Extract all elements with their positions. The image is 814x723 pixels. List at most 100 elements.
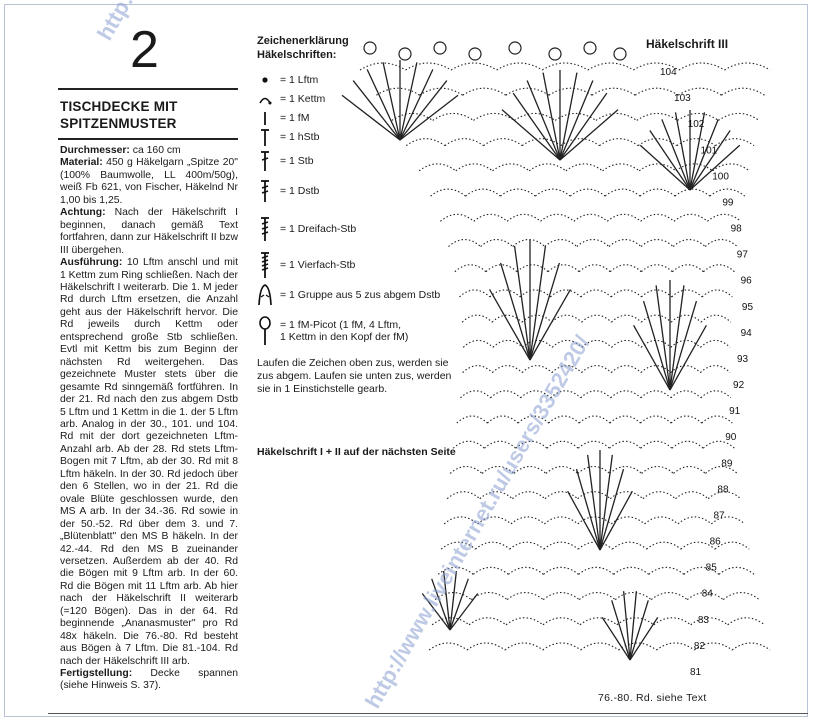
chain-arc [543,541,579,550]
chain-arc [670,365,701,374]
chain-arc [608,238,642,247]
legend-item-lftm: = 1 Lftm [256,69,318,91]
chain-arc [492,339,523,348]
row-label: 88 [717,484,729,495]
chain-arc [577,541,613,550]
bottom-rule [48,713,808,714]
chain-arc [573,213,608,222]
chain-arc [640,264,673,273]
chain-arc [545,465,579,474]
stitch-stroke [622,591,631,661]
chain-arc [678,62,725,71]
chain-arc [581,365,612,374]
chain-arc [470,592,508,600]
chain-arc [672,238,706,247]
chain-arc [520,390,551,399]
chain-arc [444,138,484,147]
chain-arc [581,314,612,323]
chain-arc [578,592,616,600]
chain-arc [640,440,673,449]
chain-arc [510,516,545,525]
stitch-stroke [629,600,649,661]
chain-arc [551,339,583,348]
fertigstellung-label: Fertigstellung: [60,668,133,680]
title-rule-bottom [58,138,238,140]
chain-arc [569,188,606,197]
chain-arc [646,541,682,550]
legend-item-kettm: = 1 Kettm [256,88,325,110]
chain-arc [577,465,611,474]
chain-arc [514,112,556,121]
chain-arc [508,566,544,575]
row-label: 99 [722,197,734,208]
chain-arc [633,62,680,71]
stitch-stroke [674,112,691,191]
legend-label: = 1 fM-Picot (1 fM, 4 Lftm, 1 Kettm in d… [280,319,408,343]
stitch-stroke [512,92,561,161]
chain-arc [673,465,706,474]
chain-arc [711,516,746,525]
picot-mark [398,47,412,61]
stitch-stroke [542,72,561,161]
legend-item-fm: = 1 fM [256,107,309,129]
chain-arc [542,592,580,600]
chain-arc [715,138,755,147]
row-label: 97 [737,250,749,261]
chain-arc [454,264,487,273]
chain-arc [587,62,634,71]
chain-arc [673,213,708,222]
picot-label-line-1: = 1 fM-Picot (1 fM, 4 Lftm, [280,319,402,331]
chain-arc [577,491,611,500]
picot-mark [583,41,597,55]
chain-dot-icon [256,69,274,91]
chain-arc [680,541,716,550]
stitch-stroke [639,144,691,191]
stitch-stroke [661,119,691,191]
stitch-stroke [449,578,469,631]
stitch-stroke [499,262,531,361]
chain-arc [500,188,536,197]
achtung-label: Achtung: [60,207,106,219]
chain-arc [466,642,506,651]
legend-label: = 1 Dreifach-Stb [280,223,357,235]
chain-arc [676,138,716,147]
stitch-stroke [559,109,619,161]
legend-item-gruppe: = 1 Gruppe aus 5 zus abgem Dstb [256,284,440,306]
legend-label: = 1 Stb [280,155,314,167]
stitch-stroke [642,300,671,391]
chain-arc [650,592,688,600]
chain-arc [610,289,642,298]
chain-arc [521,314,553,323]
page-border [4,4,808,717]
chain-arc [699,365,731,374]
treble-icon [256,180,274,202]
slip-stitch-icon [256,88,274,110]
chain-arc [546,440,579,449]
chain-arc [670,314,702,323]
chain-arc [462,87,507,96]
chain-arc [565,163,603,172]
half-double-icon [256,126,274,148]
chain-arc [550,289,582,298]
chain-arc [430,188,466,197]
picot-mark [508,41,522,55]
material-text: 450 g Häkelgarn „Spitze 20" (100% Baumwo… [60,157,238,206]
chain-arc [704,238,738,247]
chain-arc [449,465,483,474]
chain-arc [712,163,750,172]
chain-arc [731,642,771,651]
chain-arc [640,213,675,222]
chain-arc [376,87,420,96]
chain-arc [540,213,575,222]
chain-arc [610,390,642,399]
legend-item-dstb: = 1 Dstb [256,180,319,202]
chain-arc [602,163,640,172]
chain-arc [492,163,530,172]
stitch-stroke [382,62,401,141]
stitch-stroke [633,325,671,391]
ausfuehrung-text: 10 Lftm anschl und mit 1 Kettm zum Ring … [60,257,238,667]
stitch-stroke [399,80,448,141]
stitch-stroke [601,617,631,661]
chain-arc [490,390,521,399]
chain-arc [543,566,579,575]
